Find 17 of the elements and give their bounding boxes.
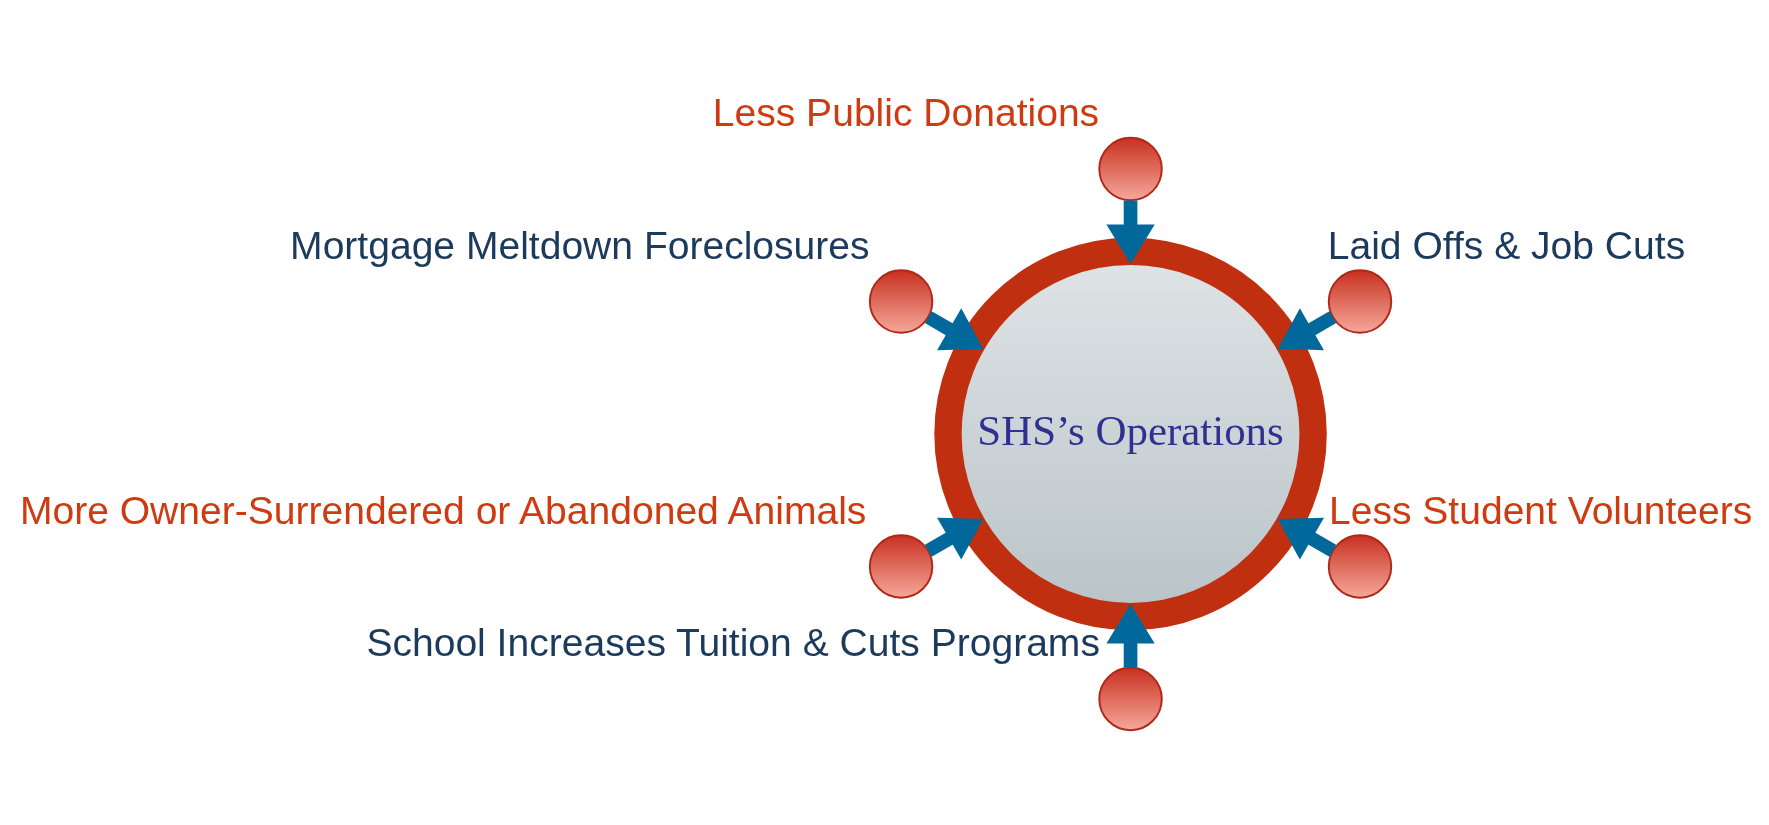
node-circle [1327,534,1393,599]
arrow [1106,604,1155,668]
node-circle [1327,269,1393,334]
arrow [1277,308,1337,351]
arrow [1277,517,1337,560]
node-circle [868,269,934,334]
arrow [924,517,984,560]
arrow [1106,200,1155,264]
node-label: Less Student Volunteers [1328,488,1753,532]
arrow [924,308,984,351]
node-label: More Owner-Surrendered or Abandoned Animals [19,488,867,532]
node-label: Less Public Donations [712,91,1100,135]
node-circle [1098,666,1163,732]
node-circle [868,534,934,599]
node-label: Laid Offs & Job Cuts [1327,223,1686,267]
node-circle [1098,136,1163,202]
node-label: Mortgage Meltdown Foreclosures [290,223,870,267]
